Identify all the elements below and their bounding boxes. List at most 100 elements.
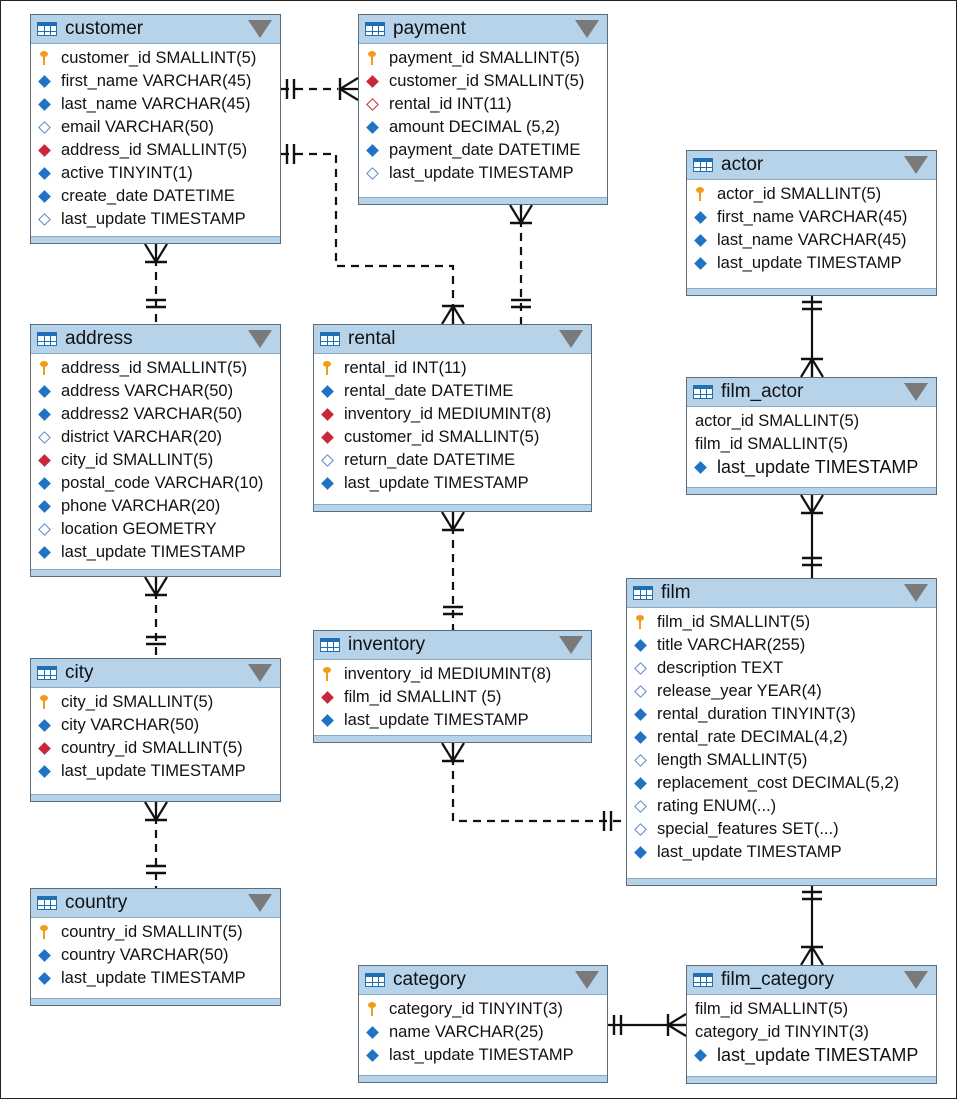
column-row[interactable]: last_update TIMESTAMP: [31, 541, 280, 564]
column-row[interactable]: replacement_cost DECIMAL(5,2): [627, 772, 936, 795]
collapse-arrow-icon[interactable]: [904, 383, 928, 401]
column-row[interactable]: rental_date DATETIME: [314, 380, 591, 403]
column-row[interactable]: city_id SMALLINT(5): [31, 449, 280, 472]
table-header[interactable]: film: [627, 579, 936, 608]
column-row[interactable]: last_update TIMESTAMP: [31, 967, 280, 990]
column-row[interactable]: release_year YEAR(4): [627, 680, 936, 703]
table-header[interactable]: city: [31, 659, 280, 688]
table-rental[interactable]: rental rental_id INT(11)rental_date DATE…: [313, 324, 592, 512]
column-row[interactable]: last_update TIMESTAMP: [687, 456, 936, 479]
table-header[interactable]: address: [31, 325, 280, 354]
collapse-arrow-icon[interactable]: [904, 156, 928, 174]
table-header[interactable]: customer: [31, 15, 280, 44]
column-row[interactable]: film_id SMALLINT (5): [314, 686, 591, 709]
column-row[interactable]: last_update TIMESTAMP: [314, 709, 591, 732]
table-header[interactable]: payment: [359, 15, 607, 44]
column-row[interactable]: city VARCHAR(50): [31, 714, 280, 737]
collapse-arrow-icon[interactable]: [248, 664, 272, 682]
column-row[interactable]: special_features SET(...): [627, 818, 936, 841]
column-row[interactable]: category_id TINYINT(3): [687, 1021, 936, 1044]
table-header[interactable]: category: [359, 966, 607, 995]
primary-key-icon: [636, 615, 644, 629]
column-row[interactable]: last_name VARCHAR(45): [31, 93, 280, 116]
column-row[interactable]: inventory_id MEDIUMINT(8): [314, 663, 591, 686]
column-row[interactable]: last_update TIMESTAMP: [31, 208, 280, 231]
collapse-arrow-icon[interactable]: [248, 894, 272, 912]
column-row[interactable]: email VARCHAR(50): [31, 116, 280, 139]
collapse-arrow-icon[interactable]: [559, 330, 583, 348]
column-row[interactable]: last_update TIMESTAMP: [687, 1044, 936, 1067]
column-row[interactable]: city_id SMALLINT(5): [31, 691, 280, 714]
column-row[interactable]: name VARCHAR(25): [359, 1021, 607, 1044]
column-row[interactable]: last_update TIMESTAMP: [687, 252, 936, 275]
column-row[interactable]: country_id SMALLINT(5): [31, 921, 280, 944]
column-row[interactable]: payment_date DATETIME: [359, 139, 607, 162]
column-row[interactable]: last_update TIMESTAMP: [314, 472, 591, 495]
column-row[interactable]: last_update TIMESTAMP: [359, 162, 607, 185]
column-row[interactable]: rating ENUM(...): [627, 795, 936, 818]
column-row[interactable]: first_name VARCHAR(45): [687, 206, 936, 229]
column-row[interactable]: inventory_id MEDIUMINT(8): [314, 403, 591, 426]
column-row[interactable]: create_date DATETIME: [31, 185, 280, 208]
column-row[interactable]: actor_id SMALLINT(5): [687, 183, 936, 206]
column-row[interactable]: last_update TIMESTAMP: [31, 760, 280, 783]
table-customer[interactable]: customer customer_id SMALLINT(5)first_na…: [30, 14, 281, 244]
collapse-arrow-icon[interactable]: [904, 584, 928, 602]
column-row[interactable]: phone VARCHAR(20): [31, 495, 280, 518]
table-header[interactable]: actor: [687, 151, 936, 180]
column-row[interactable]: country VARCHAR(50): [31, 944, 280, 967]
table-actor[interactable]: actor actor_id SMALLINT(5)first_name VAR…: [686, 150, 937, 296]
table-city[interactable]: city city_id SMALLINT(5)city VARCHAR(50)…: [30, 658, 281, 802]
column-row[interactable]: actor_id SMALLINT(5): [687, 410, 936, 433]
column-row[interactable]: postal_code VARCHAR(10): [31, 472, 280, 495]
table-film[interactable]: film film_id SMALLINT(5)title VARCHAR(25…: [626, 578, 937, 886]
column-row[interactable]: country_id SMALLINT(5): [31, 737, 280, 760]
column-row[interactable]: address VARCHAR(50): [31, 380, 280, 403]
table-address[interactable]: address address_id SMALLINT(5)address VA…: [30, 324, 281, 577]
table-payment[interactable]: payment payment_id SMALLINT(5)customer_i…: [358, 14, 608, 205]
column-row[interactable]: last_name VARCHAR(45): [687, 229, 936, 252]
column-row[interactable]: last_update TIMESTAMP: [627, 841, 936, 864]
table-country[interactable]: country country_id SMALLINT(5)country VA…: [30, 888, 281, 1006]
column-row[interactable]: film_id SMALLINT(5): [627, 611, 936, 634]
table-inventory[interactable]: inventory inventory_id MEDIUMINT(8)film_…: [313, 630, 592, 743]
column-row[interactable]: category_id TINYINT(3): [359, 998, 607, 1021]
collapse-arrow-icon[interactable]: [575, 20, 599, 38]
table-header[interactable]: rental: [314, 325, 591, 354]
table-category[interactable]: category category_id TINYINT(3)name VARC…: [358, 965, 608, 1083]
column-row[interactable]: customer_id SMALLINT(5): [314, 426, 591, 449]
column-row[interactable]: return_date DATETIME: [314, 449, 591, 472]
column-row[interactable]: address2 VARCHAR(50): [31, 403, 280, 426]
column-row[interactable]: address_id SMALLINT(5): [31, 139, 280, 162]
column-row[interactable]: title VARCHAR(255): [627, 634, 936, 657]
table-header[interactable]: country: [31, 889, 280, 918]
collapse-arrow-icon[interactable]: [904, 971, 928, 989]
column-row[interactable]: first_name VARCHAR(45): [31, 70, 280, 93]
column-row[interactable]: film_id SMALLINT(5): [687, 998, 936, 1021]
collapse-arrow-icon[interactable]: [575, 971, 599, 989]
column-row[interactable]: description TEXT: [627, 657, 936, 680]
column-row[interactable]: payment_id SMALLINT(5): [359, 47, 607, 70]
collapse-arrow-icon[interactable]: [559, 636, 583, 654]
column-row[interactable]: customer_id SMALLINT(5): [359, 70, 607, 93]
column-row[interactable]: district VARCHAR(20): [31, 426, 280, 449]
column-row[interactable]: customer_id SMALLINT(5): [31, 47, 280, 70]
column-row[interactable]: address_id SMALLINT(5): [31, 357, 280, 380]
table-header[interactable]: film_actor: [687, 378, 936, 407]
collapse-arrow-icon[interactable]: [248, 20, 272, 38]
collapse-arrow-icon[interactable]: [248, 330, 272, 348]
table-header[interactable]: film_category: [687, 966, 936, 995]
column-row[interactable]: location GEOMETRY: [31, 518, 280, 541]
column-row[interactable]: rental_duration TINYINT(3): [627, 703, 936, 726]
column-row[interactable]: rental_rate DECIMAL(4,2): [627, 726, 936, 749]
table-film-category[interactable]: film_category film_id SMALLINT(5)categor…: [686, 965, 937, 1084]
column-row[interactable]: length SMALLINT(5): [627, 749, 936, 772]
column-row[interactable]: rental_id INT(11): [359, 93, 607, 116]
column-row[interactable]: film_id SMALLINT(5): [687, 433, 936, 456]
column-row[interactable]: last_update TIMESTAMP: [359, 1044, 607, 1067]
column-row[interactable]: amount DECIMAL (5,2): [359, 116, 607, 139]
table-film-actor[interactable]: film_actor actor_id SMALLINT(5)film_id S…: [686, 377, 937, 495]
column-row[interactable]: active TINYINT(1): [31, 162, 280, 185]
column-row[interactable]: rental_id INT(11): [314, 357, 591, 380]
table-header[interactable]: inventory: [314, 631, 591, 660]
